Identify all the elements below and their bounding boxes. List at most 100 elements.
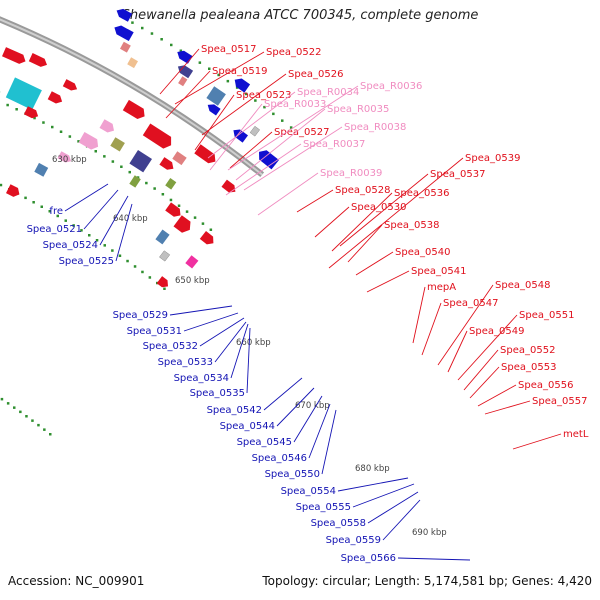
forward-gene-label: Spea_0557: [532, 396, 587, 407]
forward-label-leader: [174, 51, 265, 105]
gene-feature: [156, 276, 168, 288]
reverse-gene-label: Spea_0521: [27, 224, 82, 235]
forward-label-leader: [484, 400, 531, 415]
forward-gene-label: Spea_0537: [430, 169, 485, 180]
gene-feature: [206, 86, 226, 106]
gene-feature: [110, 137, 125, 152]
gene-feature: [172, 151, 187, 166]
guide-ring-inner-dot: [209, 228, 213, 231]
guide-ring-inner-dot: [111, 160, 115, 163]
forward-label-leader: [421, 302, 442, 356]
guide-ring-inner-dot: [103, 155, 106, 158]
forward-label-leader: [331, 192, 393, 252]
guide-ring-reverse-dot: [131, 21, 134, 24]
reverse-label-leader: [115, 203, 133, 262]
gene-feature: [99, 119, 114, 133]
reverse-gene-label: Spea_0534: [174, 373, 229, 384]
guide-ring-reverse-dot: [150, 32, 154, 35]
genome-summary-text: Topology: circular; Length: 5,174,581 bp…: [262, 574, 592, 588]
reverse-gene-label: Spea_0535: [190, 388, 245, 399]
guide-ring-reverse-dot: [263, 105, 266, 109]
gene-feature: [259, 150, 279, 170]
reverse-label-leader: [64, 183, 109, 212]
guide-ring-inner-dot: [177, 204, 181, 207]
forward-label-leader: [512, 433, 562, 450]
gene-feature: [207, 104, 221, 116]
reverse-gene-label: Spea_0558: [311, 518, 366, 529]
guide-ring-inner-dot: [33, 116, 36, 120]
forward-label-leader: [201, 73, 287, 136]
guide-ring-mid-dot: [133, 265, 137, 268]
forward-gene-label: Spea_0517: [201, 44, 256, 55]
reverse-gene-label: Spea_0546: [252, 453, 307, 464]
forward-label-leader: [165, 70, 211, 119]
gene-feature: [249, 125, 261, 137]
guide-ring-mid-dot: [95, 239, 99, 242]
rna-label-leader: [235, 108, 326, 181]
guide-ring-mid-dot: [24, 196, 27, 200]
guide-ring-inner-dot: [201, 222, 205, 225]
rna-gene-label: Spea_R0035: [327, 104, 389, 115]
guide-ring-mid-dot: [48, 210, 51, 213]
kbp-tick-label: 630 kbp: [52, 155, 87, 165]
guide-ring-reverse-dot: [226, 79, 230, 83]
guide-ring-inner-dot: [161, 193, 165, 196]
gene-feature: [159, 250, 171, 262]
guide-ring-reverse-dot: [179, 49, 183, 52]
rna-gene-label: Spea_R0039: [320, 168, 382, 179]
gene-feature: [116, 8, 133, 22]
forward-label-leader: [159, 48, 200, 95]
rna-gene-label: Spea_R0036: [360, 81, 422, 92]
gene-feature: [185, 255, 199, 269]
guide-ring-mid-dot: [118, 254, 122, 257]
rna-gene-label: Spea_R0033: [264, 99, 326, 110]
gene-feature: [122, 99, 145, 119]
guide-ring-mid-dot: [80, 229, 83, 232]
reverse-label-leader: [382, 499, 421, 541]
reverse-gene-label: Spea_0531: [127, 326, 182, 337]
guide-ring-reverse-dot: [272, 112, 275, 116]
forward-label-leader: [296, 189, 334, 213]
guide-ring-outer-dot: [6, 402, 10, 405]
reverse-gene-label: Spea_0533: [158, 357, 213, 368]
forward-gene-label: Spea_0536: [394, 188, 449, 199]
gene-feature: [177, 50, 193, 64]
forward-gene-label: Spea_0522: [266, 47, 321, 58]
forward-gene-label: Spea_0541: [411, 266, 466, 277]
kbp-tick-label: 670 kbp: [295, 401, 330, 411]
forward-gene-label: Spea_0540: [395, 247, 450, 258]
gene-feature: [234, 78, 251, 93]
gene-feature: [194, 144, 216, 164]
map-title: Shewanella pealeana ATCC 700345, complet…: [121, 8, 479, 23]
forward-label-leader: [477, 384, 517, 407]
forward-gene-label: Spea_0551: [519, 310, 574, 321]
forward-gene-label: Spea_0549: [469, 326, 524, 337]
guide-ring-inner-dot: [6, 103, 9, 107]
forward-label-leader: [328, 157, 464, 269]
forward-gene-label: mepA: [427, 282, 456, 293]
forward-label-leader: [366, 270, 410, 293]
reverse-gene-label: Spea_0524: [43, 240, 98, 251]
rna-label-leader: [257, 172, 319, 216]
reverse-label-leader: [367, 491, 419, 524]
guide-ring-inner-dot: [185, 210, 189, 213]
guide-ring-reverse-dot: [245, 92, 248, 96]
reverse-label-leader: [99, 195, 129, 246]
guide-ring-inner-dot: [153, 187, 156, 190]
guide-ring-reverse-dot: [170, 43, 173, 47]
reverse-gene-label: fre: [49, 206, 63, 217]
guide-ring-reverse-dot: [254, 99, 257, 102]
gene-feature: [114, 25, 134, 41]
guide-ring-mid-dot: [111, 249, 114, 252]
guide-ring-mid-dot: [103, 244, 106, 247]
reverse-label-leader: [169, 305, 233, 316]
gene-feature: [159, 157, 174, 170]
guide-ring-reverse-dot: [235, 86, 239, 89]
guide-ring-inner-dot: [15, 108, 18, 111]
forward-gene-label: Spea_0526: [288, 69, 343, 80]
rna-label-leader: [209, 103, 263, 171]
reverse-label-leader: [293, 395, 323, 443]
reverse-label-leader: [276, 387, 315, 427]
guide-ring-mid-dot: [40, 205, 43, 208]
kbp-tick-label: 640 kbp: [113, 214, 148, 224]
